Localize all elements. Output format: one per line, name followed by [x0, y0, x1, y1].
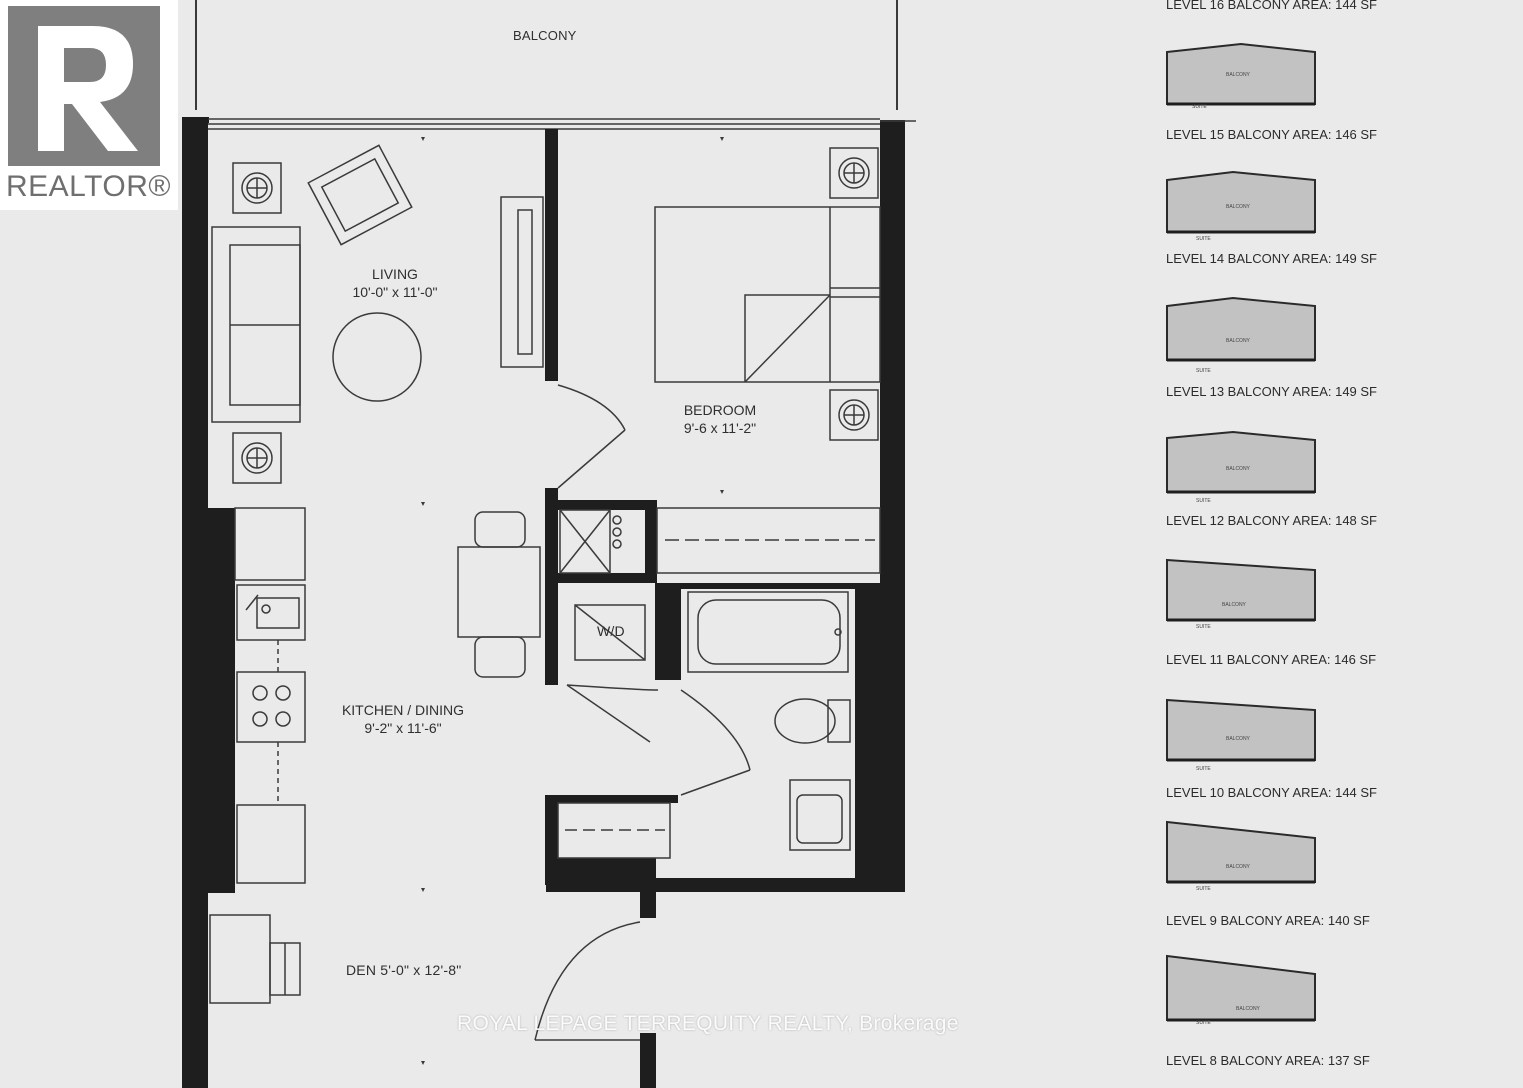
level-13-balcony-word: BALCONY: [1226, 466, 1250, 472]
realtor-r-mark: [8, 6, 160, 166]
level-9-balcony-word: BALCONY: [1236, 1006, 1260, 1012]
level-11-balcony-word: BALCONY: [1226, 736, 1250, 742]
level-15-balcony-plan: [1166, 170, 1316, 234]
exterior-walls: [182, 117, 905, 1088]
level-14-label: LEVEL 14 BALCONY AREA: 149 SF: [1166, 251, 1378, 266]
interior-walls: [545, 129, 880, 885]
level-9-suite-word: SUITE: [1196, 1020, 1211, 1026]
level-9-label: LEVEL 9 BALCONY AREA: 140 SF: [1166, 913, 1370, 928]
washer-dryer-label: W/D: [597, 623, 625, 639]
level-13-label: LEVEL 13 BALCONY AREA: 149 SF: [1166, 384, 1378, 399]
kitchen-furniture: [234, 507, 646, 884]
bedroom-furniture: [654, 147, 881, 574]
level-12-balcony-word: BALCONY: [1222, 602, 1246, 608]
level-15-suite-word: SUITE: [1196, 236, 1211, 242]
level-16-label: LEVEL 16 BALCONY AREA: 144 SF: [1166, 0, 1378, 12]
living-furniture: [211, 144, 544, 484]
level-11-balcony-plan: [1166, 698, 1316, 762]
den-label: DEN 5'-0" x 12'-8": [346, 962, 462, 978]
living-room-name: LIVING: [372, 266, 418, 282]
level-8-label: LEVEL 8 BALCONY AREA: 137 SF: [1166, 1053, 1370, 1068]
level-13-suite-word: SUITE: [1196, 498, 1211, 504]
level-9-balcony-plan: [1166, 954, 1316, 1022]
level-15-label: LEVEL 15 BALCONY AREA: 146 SF: [1166, 127, 1378, 142]
level-15-balcony-word: BALCONY: [1226, 204, 1250, 210]
level-16-balcony-word: BALCONY: [1226, 72, 1250, 78]
level-14-balcony-plan: [1166, 296, 1316, 362]
level-14-suite-word: SUITE: [1196, 368, 1211, 374]
level-12-balcony-plan: [1166, 558, 1316, 622]
level-11-label: LEVEL 11 BALCONY AREA: 146 SF: [1166, 652, 1377, 667]
markers: [421, 137, 724, 1065]
level-10-suite-word: SUITE: [1196, 886, 1211, 892]
balcony-label: BALCONY: [513, 28, 577, 43]
level-16-balcony-plan: [1166, 42, 1316, 106]
brokerage-watermark: ROYAL LEPAGE TERREQUITY REALTY, Brokerag…: [457, 1012, 959, 1035]
realtor-wordmark: REALTOR®: [6, 170, 172, 203]
balcony-outline: [195, 0, 898, 110]
level-12-suite-word: SUITE: [1196, 624, 1211, 630]
den-furniture: [209, 914, 301, 1004]
living-room-label: LIVING 10'-0" x 11'-0": [330, 265, 460, 301]
kitchen-dining-name: KITCHEN / DINING: [341, 702, 465, 718]
level-10-label: LEVEL 10 BALCONY AREA: 144 SF: [1166, 785, 1378, 800]
kitchen-dining-dimensions: 9'-2" x 11'-6": [364, 720, 442, 736]
doors: [534, 384, 751, 1041]
bedroom-name: BEDROOM: [683, 402, 757, 418]
window-wall: [208, 118, 916, 130]
realtor-logo: REALTOR®: [0, 0, 178, 210]
level-10-balcony-plan: [1166, 820, 1316, 884]
living-room-dimensions: 10'-0" x 11'-0": [352, 284, 438, 300]
bedroom-label: BEDROOM 9'-6 x 11'-2": [660, 401, 780, 437]
level-13-balcony-plan: [1166, 430, 1316, 494]
level-11-suite-word: SUITE: [1196, 766, 1211, 772]
bedroom-dimensions: 9'-6 x 11'-2": [683, 420, 757, 436]
level-10-balcony-word: BALCONY: [1226, 864, 1250, 870]
bathroom-fixtures: [557, 591, 851, 859]
level-14-balcony-word: BALCONY: [1226, 338, 1250, 344]
level-12-label: LEVEL 12 BALCONY AREA: 148 SF: [1166, 513, 1378, 528]
kitchen-dining-label: KITCHEN / DINING 9'-2" x 11'-6": [338, 701, 468, 737]
level-16-suite-word: SUITE: [1192, 104, 1207, 110]
